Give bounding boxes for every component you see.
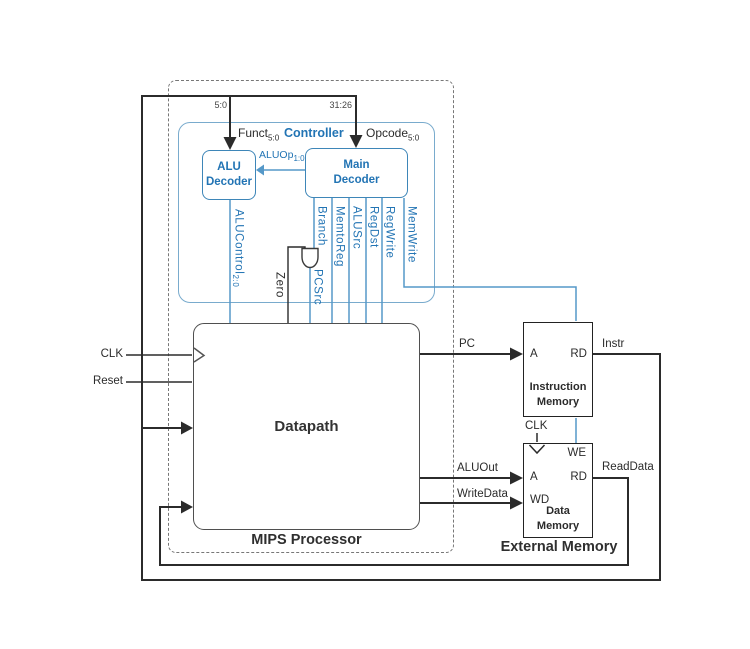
bit-slice-funct: 5:0 bbox=[214, 100, 227, 110]
dmem-port-we: WE bbox=[567, 447, 586, 459]
instruction-memory-title: Instruction Memory bbox=[529, 381, 587, 408]
dmem-port-a: A bbox=[530, 471, 538, 483]
clk-label: CLK bbox=[100, 348, 123, 360]
datapath-title: Datapath bbox=[274, 418, 339, 435]
arrowhead-pc bbox=[510, 347, 523, 361]
writedata-label: WriteData bbox=[457, 488, 508, 500]
imem-port-rd: RD bbox=[570, 348, 587, 360]
memwrite-label: MemWrite bbox=[405, 206, 418, 263]
clk-mem-label: CLK bbox=[525, 420, 548, 432]
main-decoder-title: Main Decoder bbox=[333, 159, 380, 186]
instr-label: Instr bbox=[602, 338, 625, 350]
data-memory-title: Data Memory bbox=[536, 505, 580, 532]
main-decoder-box: Main Decoder bbox=[305, 148, 408, 198]
bit-slice-opcode: 31:26 bbox=[329, 100, 352, 110]
aluout-label: ALUOut bbox=[457, 462, 498, 474]
alu-decoder-title: ALU Decoder bbox=[205, 161, 253, 188]
aluop-label: ALUOp1:0 bbox=[259, 149, 305, 164]
reset-label: Reset bbox=[92, 375, 123, 387]
arrowhead-aluout bbox=[510, 471, 523, 485]
datapath-box: Datapath bbox=[193, 323, 420, 530]
controller-title: Controller bbox=[284, 126, 344, 140]
imem-port-a: A bbox=[530, 348, 538, 360]
arrowhead-writedata bbox=[510, 496, 523, 510]
external-memory-label: External Memory bbox=[500, 539, 618, 555]
data-memory-box: WE A RD WD Data Memory bbox=[523, 443, 593, 538]
alu-decoder-box: ALU Decoder bbox=[202, 150, 256, 200]
alusrc-label: ALUSrc bbox=[350, 206, 363, 250]
zero-label: Zero bbox=[273, 272, 286, 299]
mips-processor-label: MIPS Processor bbox=[251, 532, 362, 548]
pcsrc-label: PCSrc bbox=[311, 269, 324, 306]
alucontrol-label: ALUControl2:0 bbox=[231, 209, 245, 288]
funct-label: Funct5:0 bbox=[238, 126, 280, 143]
regwrite-label: RegWrite bbox=[383, 206, 396, 259]
dmem-port-rd: RD bbox=[570, 471, 587, 483]
memtoreg-label: MemtoReg bbox=[333, 206, 346, 268]
opcode-label: Opcode5:0 bbox=[366, 126, 420, 143]
instruction-memory-box: A RD Instruction Memory bbox=[523, 322, 593, 417]
pc-label: PC bbox=[459, 338, 475, 350]
readdata-label: ReadData bbox=[602, 461, 654, 473]
regdst-label: RegDst bbox=[367, 206, 380, 248]
branch-label: Branch bbox=[315, 206, 328, 247]
